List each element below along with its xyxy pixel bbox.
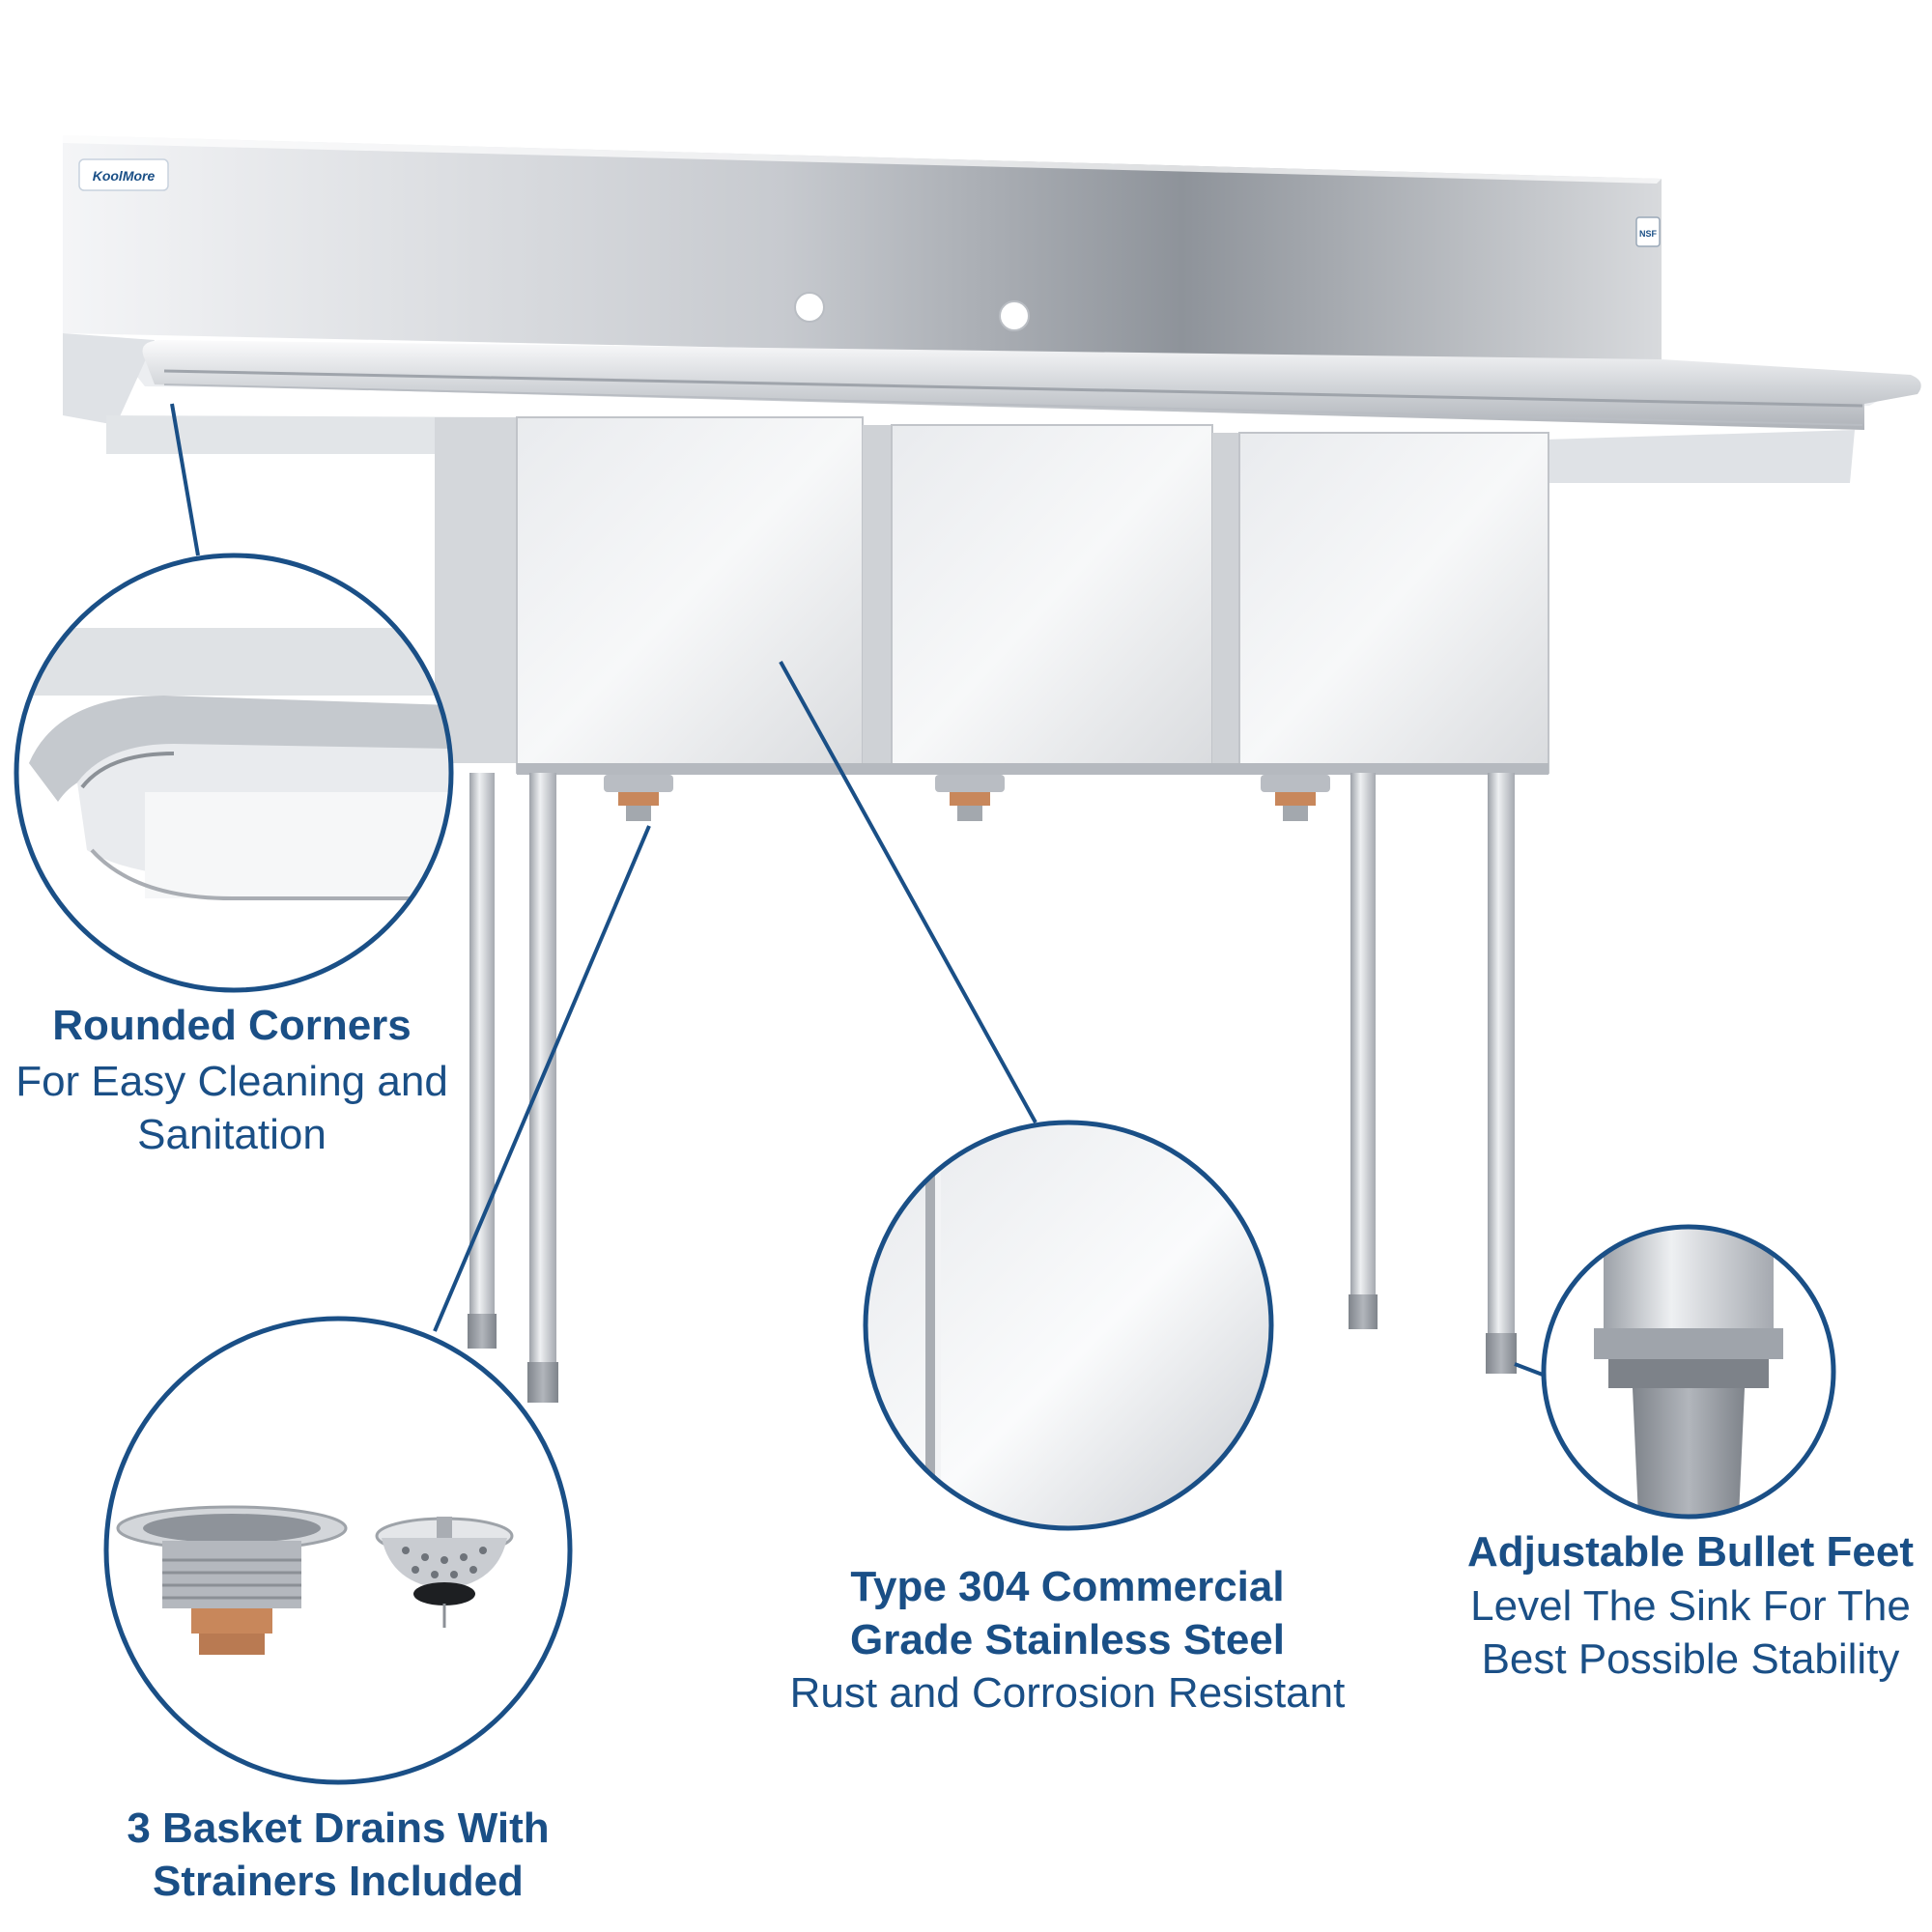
leg-front-left: [529, 773, 556, 1362]
caption-bullet-feet: Adjustable Bullet Feet Level The Sink Fo…: [1449, 1531, 1932, 1686]
bowl-left: [516, 416, 864, 774]
drains-title-line2: Strainers Included: [153, 1858, 524, 1905]
faucet-hole-right: [999, 300, 1030, 331]
logo-text: KoolMore: [93, 168, 156, 184]
leg-back-right: [1350, 773, 1376, 1294]
zoom-basket-drains: [103, 1316, 573, 1785]
basket-drains: [604, 775, 1330, 821]
caption-rounded-corners: Rounded Corners For Easy Cleaning and Sa…: [0, 1005, 464, 1161]
strainer-basket: [375, 1517, 514, 1628]
sink-top: [63, 333, 1921, 763]
caption-stainless-steel: Type 304 Commercial Grade Stainless Stee…: [753, 1560, 1381, 1719]
drain-left: [604, 775, 673, 821]
koolmore-logo: [78, 158, 169, 191]
steel-title-line2: Grade Stainless Steel: [850, 1616, 1285, 1663]
caption-basket-drains: 3 Basket Drains With Strainers Included: [77, 1802, 599, 1908]
callout-lines: [170, 403, 1548, 1378]
bowl-right: [1238, 432, 1549, 774]
nsf-text: NSF: [1639, 229, 1658, 239]
basket-drain-body: [116, 1505, 348, 1655]
legs: [468, 773, 1517, 1403]
feet-line2: Best Possible Stability: [1481, 1635, 1900, 1683]
feet-title: Adjustable Bullet Feet: [1466, 1528, 1915, 1576]
rounded-corners-title: Rounded Corners: [52, 1002, 412, 1049]
faucet-hole-left: [794, 292, 825, 323]
sink-bowls: [516, 416, 1549, 775]
steel-title-line1: Type 304 Commercial: [850, 1563, 1285, 1610]
leg-front-right: [1488, 773, 1515, 1333]
rounded-corners-line1: For Easy Cleaning and: [15, 1058, 448, 1105]
drains-title-line1: 3 Basket Drains With: [127, 1804, 550, 1852]
zoom-bullet-feet: [1541, 1224, 1836, 1520]
backsplash: KoolMore NSF: [63, 135, 1662, 367]
drain-middle: [935, 775, 1005, 821]
nsf-badge: [1635, 216, 1661, 247]
feet-line1: Level The Sink For The: [1470, 1582, 1911, 1630]
zoom-stainless-steel: [863, 1120, 1274, 1531]
steel-subtitle: Rust and Corrosion Resistant: [789, 1669, 1346, 1717]
drain-right: [1261, 775, 1330, 821]
zoom-rounded-corner: [14, 553, 454, 993]
bowl-middle: [891, 424, 1213, 774]
rounded-corners-line2: Sanitation: [137, 1111, 327, 1158]
leg-back-left: [469, 773, 495, 1314]
